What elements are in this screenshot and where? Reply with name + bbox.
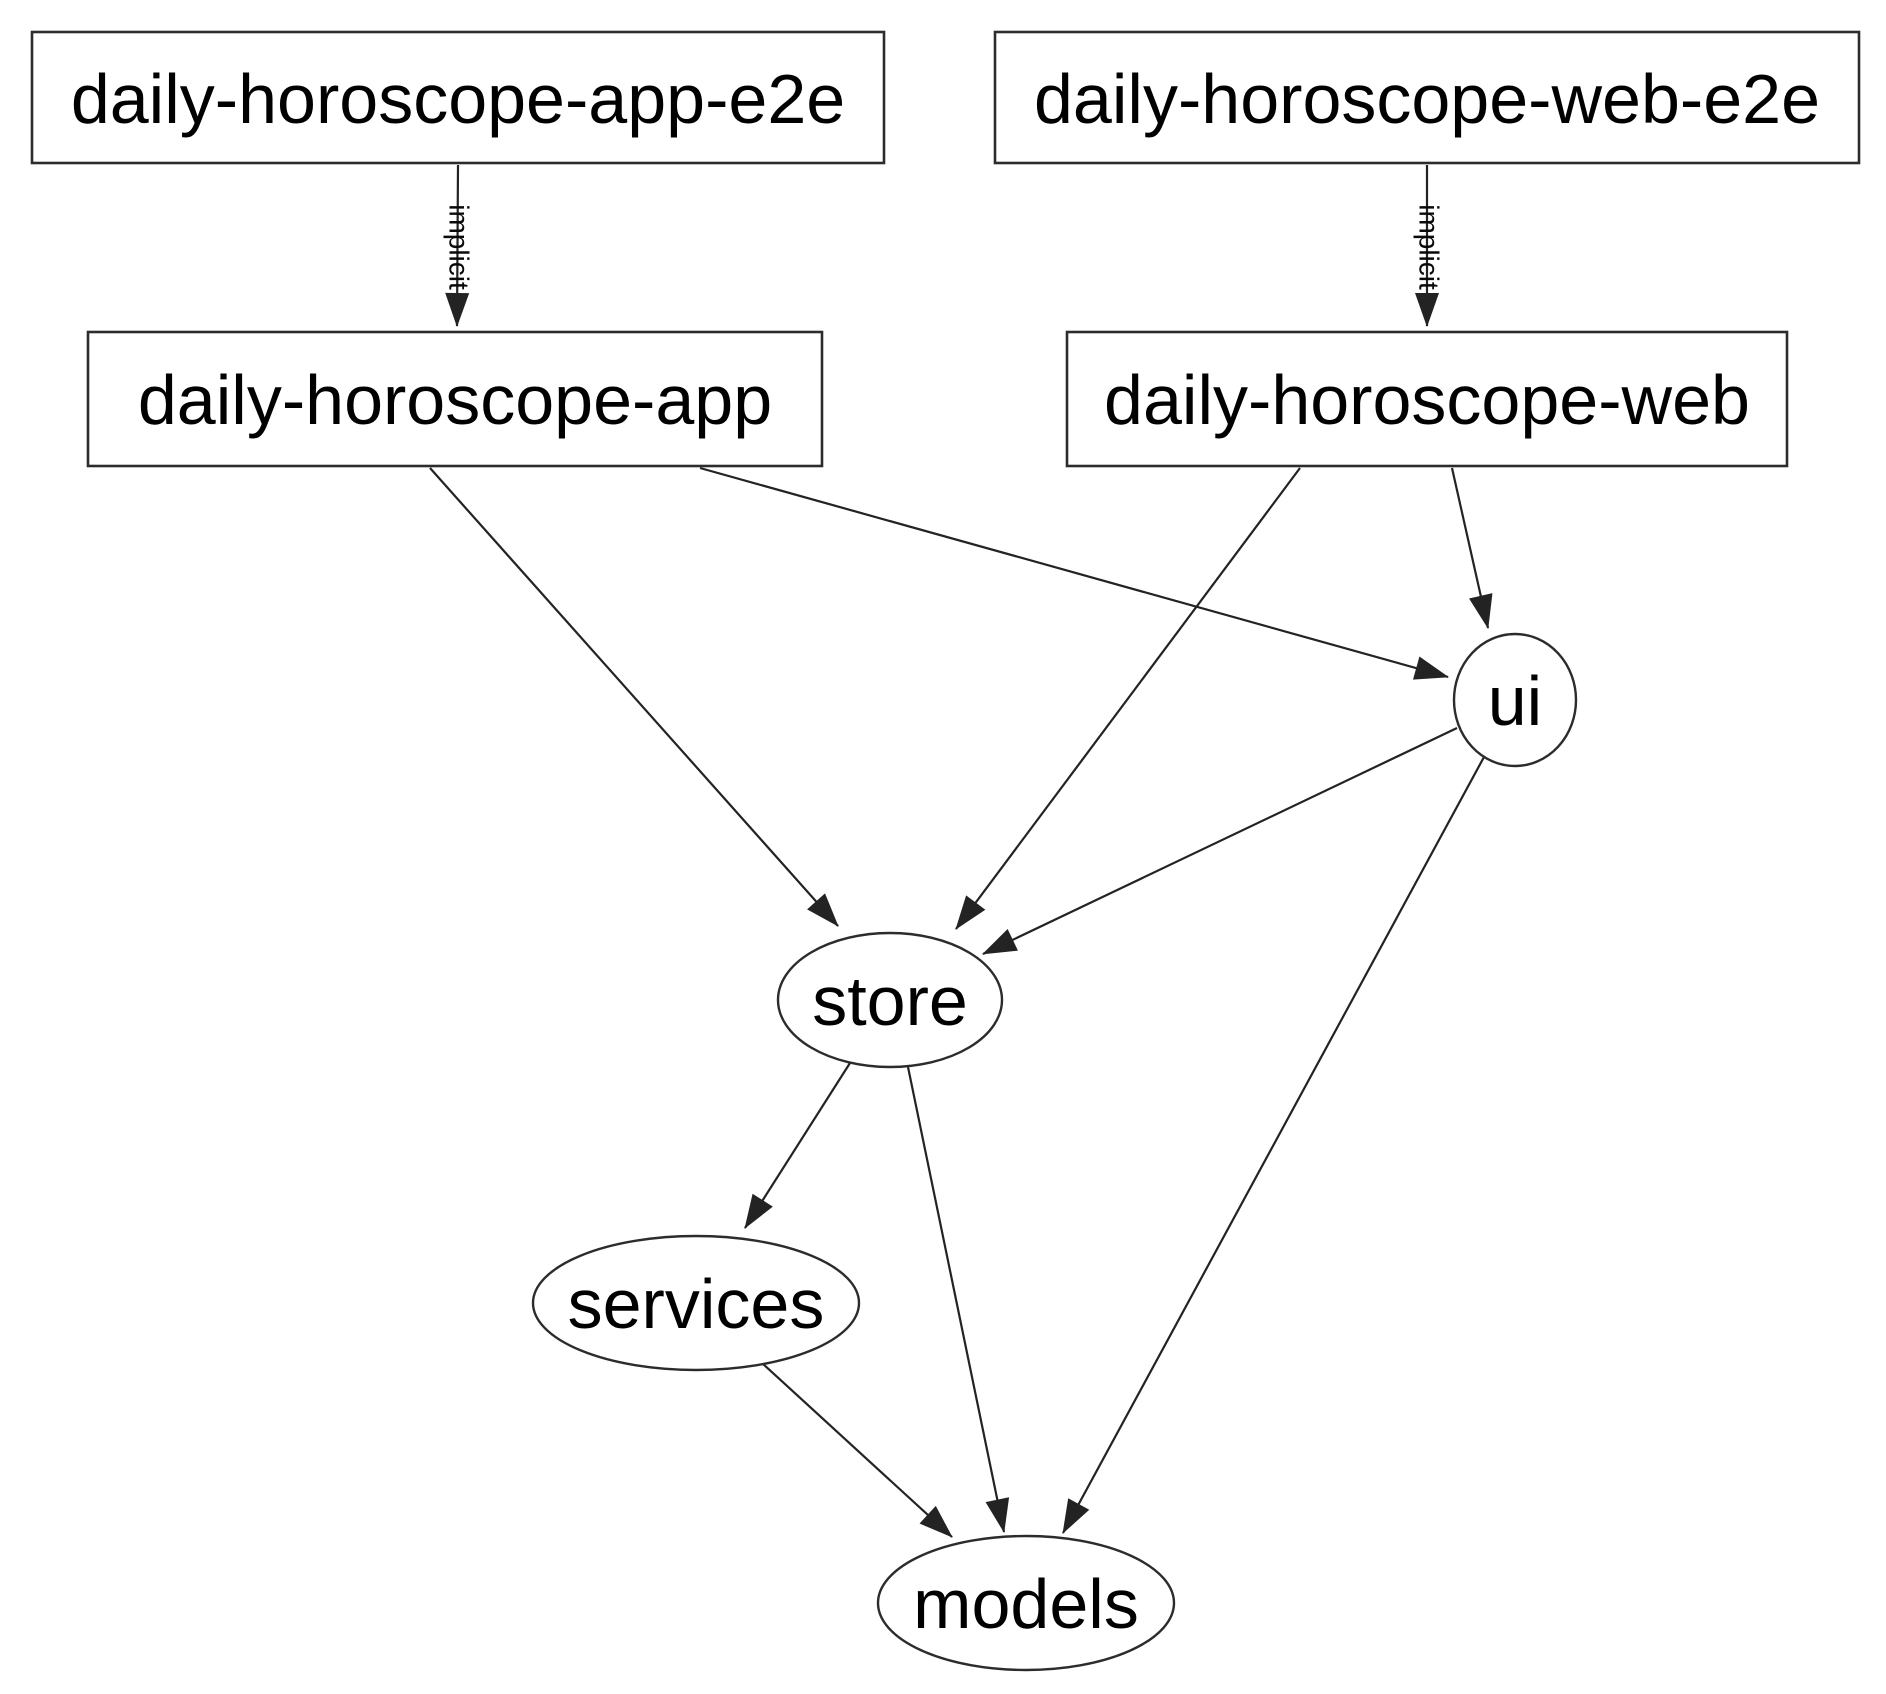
node-ui-label: ui <box>1488 662 1542 740</box>
edge-daily-horoscope-app-e2e-to-daily-horoscope-app <box>445 164 470 327</box>
edges-layer: implicit implicit <box>429 164 1493 1538</box>
node-services[interactable]: services <box>531 1234 861 1372</box>
node-daily-horoscope-app-box[interactable] <box>86 330 824 468</box>
edge-daily-horoscope-web-to-store <box>955 467 1301 930</box>
edge-daily-horoscope-app-to-store <box>429 467 839 927</box>
edge-ui-to-models <box>1062 756 1485 1534</box>
node-models-ellipse[interactable] <box>876 1534 1176 1672</box>
node-daily-horoscope-web-e2e-label: daily-horoscope-web-e2e <box>1034 60 1820 138</box>
node-models-label: models <box>913 1565 1139 1643</box>
node-daily-horoscope-web-box[interactable] <box>1065 330 1789 468</box>
edge-ui-to-store <box>982 727 1458 955</box>
nodes-layer: daily-horoscope-app-e2e daily-horoscope-… <box>30 30 1861 1672</box>
node-ui[interactable]: ui <box>1452 632 1578 768</box>
node-daily-horoscope-app[interactable]: daily-horoscope-app <box>86 330 824 468</box>
node-store[interactable]: store <box>776 931 1004 1069</box>
node-daily-horoscope-app-label: daily-horoscope-app <box>138 361 772 439</box>
node-models[interactable]: models <box>876 1534 1176 1672</box>
edge-store-to-services <box>744 1062 851 1229</box>
node-store-ellipse[interactable] <box>776 931 1004 1069</box>
node-daily-horoscope-app-e2e[interactable]: daily-horoscope-app-e2e <box>30 30 886 165</box>
node-daily-horoscope-web-e2e[interactable]: daily-horoscope-web-e2e <box>993 30 1861 165</box>
node-services-label: services <box>568 1265 825 1343</box>
edge-label-implicit-app: implicit <box>444 204 475 290</box>
node-daily-horoscope-web-e2e-box[interactable] <box>993 30 1861 165</box>
node-daily-horoscope-app-e2e-box[interactable] <box>30 30 886 165</box>
node-daily-horoscope-web-label: daily-horoscope-web <box>1104 361 1750 439</box>
node-daily-horoscope-web[interactable]: daily-horoscope-web <box>1065 330 1789 468</box>
edge-store-to-models <box>906 1066 1010 1533</box>
edge-daily-horoscope-app-to-ui <box>699 466 1449 680</box>
node-ui-ellipse[interactable] <box>1452 632 1578 768</box>
edge-label-implicit-web: implicit <box>1414 204 1445 290</box>
edge-services-to-models <box>761 1362 953 1538</box>
node-services-ellipse[interactable] <box>531 1234 861 1372</box>
node-store-label: store <box>812 962 968 1040</box>
node-daily-horoscope-app-e2e-label: daily-horoscope-app-e2e <box>71 60 845 138</box>
edge-daily-horoscope-web-to-ui <box>1450 467 1493 629</box>
